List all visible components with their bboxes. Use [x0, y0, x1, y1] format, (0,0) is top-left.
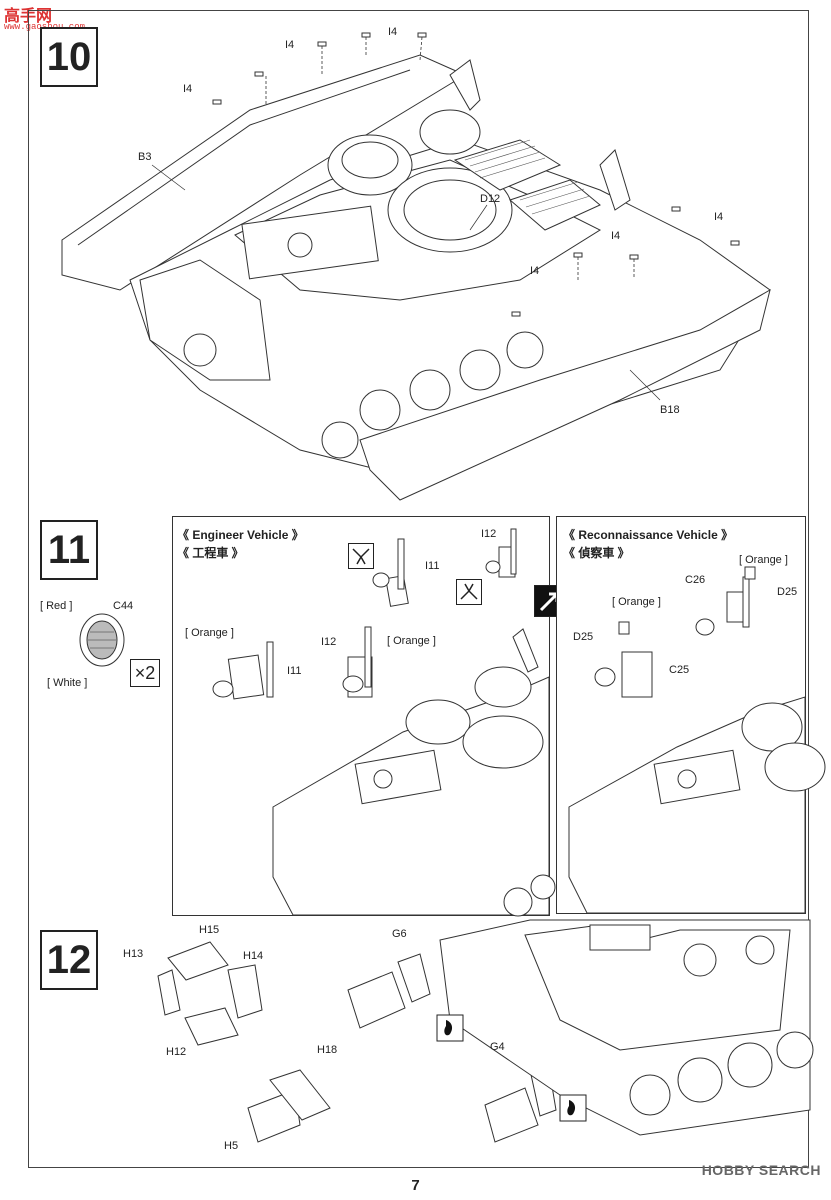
label-orange: [ Orange ]	[612, 596, 661, 608]
label-i4: I4	[388, 26, 398, 38]
label-d25: D25	[573, 631, 594, 643]
label-i11: I11	[425, 560, 440, 572]
recon-parts-drawing	[568, 566, 826, 914]
label-b18: B18	[660, 404, 680, 416]
label-i11: I11	[287, 665, 302, 677]
page-frame	[28, 10, 809, 1168]
step-number-11: 11	[40, 520, 98, 580]
label-i4: I4	[714, 211, 724, 223]
label-c25: C25	[669, 664, 690, 676]
label-h15: H15	[199, 924, 220, 936]
step10-hull-drawing	[61, 32, 771, 501]
panel-title-en: 《 Reconnaissance Vehicle 》	[563, 528, 734, 542]
label-c26: C26	[685, 574, 706, 586]
step-number-10: 10	[40, 27, 98, 87]
panel-title-en: 《 Engineer Vehicle 》	[177, 528, 304, 542]
hobby-search-watermark: HOBBY SEARCH	[701, 1162, 821, 1178]
label-h5: H5	[224, 1140, 239, 1152]
label-h12: H12	[166, 1046, 187, 1058]
panel-title-zh: 《 偵察車 》	[563, 546, 630, 560]
engineer-vehicle-panel: 《 Engineer Vehicle 》 《 工程車 》 I11 I12 [ O…	[172, 516, 556, 917]
step12-parts-drawing	[157, 919, 814, 1143]
headlight-c44-drawing	[79, 613, 125, 667]
page-number: 7	[411, 1177, 420, 1194]
label-h13: H13	[123, 948, 144, 960]
label-orange: [ Orange ]	[739, 554, 788, 566]
label-g4: G4	[490, 1041, 505, 1053]
label-i4: I4	[183, 83, 193, 95]
label-white: [ White ]	[47, 677, 88, 689]
engineer-parts-drawing	[212, 528, 556, 917]
panel-title-zh: 《 工程車 》	[177, 546, 244, 560]
step-number-12: 12	[40, 930, 98, 990]
label-red: [ Red ]	[40, 600, 73, 612]
cut-tool-icon	[456, 579, 482, 605]
label-i12: I12	[321, 636, 337, 648]
label-g6: G6	[392, 928, 407, 940]
quantity-multiplier: ×2	[130, 659, 160, 687]
label-d12: D12	[480, 193, 501, 205]
label-h14: H14	[243, 950, 264, 962]
label-orange: [ Orange ]	[185, 627, 234, 639]
label-i4: I4	[611, 230, 621, 242]
label-i4: I4	[285, 39, 295, 51]
label-c44: C44	[113, 600, 134, 612]
label-b3: B3	[138, 151, 152, 163]
label-orange: [ Orange ]	[387, 635, 436, 647]
label-i12: I12	[481, 528, 497, 540]
recon-vehicle-panel: 《 Reconnaissance Vehicle 》 《 偵察車 》 [ Ora…	[556, 516, 826, 914]
label-i4: I4	[530, 265, 540, 277]
label-h18: H18	[317, 1044, 338, 1056]
cut-tool-icon	[348, 543, 374, 569]
label-d25: D25	[777, 586, 798, 598]
